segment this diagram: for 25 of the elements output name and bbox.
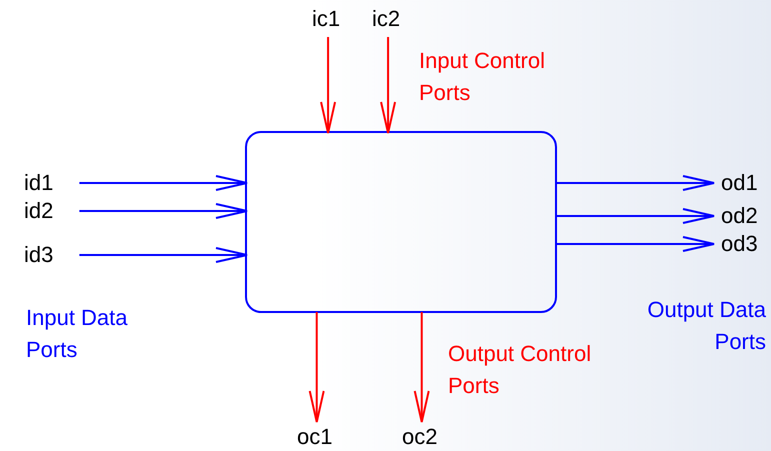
port-group-label: Input Control Ports	[419, 47, 546, 107]
port-label: od2	[721, 204, 758, 228]
port-label: oc1	[297, 425, 332, 449]
arrow	[79, 203, 248, 219]
arrow	[79, 175, 248, 191]
arrow	[308, 312, 325, 423]
port-group-label: Input Data Ports	[25, 304, 129, 364]
port-group-label: Output Control Ports	[448, 340, 592, 400]
arrow	[380, 37, 396, 134]
arrow	[320, 37, 336, 134]
port-label: id1	[24, 171, 54, 195]
arrow	[414, 312, 430, 423]
port-label: id2	[24, 199, 54, 223]
port-group-label: Output Data Ports	[646, 296, 766, 356]
arrow	[556, 236, 715, 252]
port-label: ic2	[372, 7, 400, 31]
port-label: ic1	[312, 7, 340, 31]
port-label: id3	[24, 243, 54, 267]
block-box	[245, 131, 557, 313]
port-label: od1	[721, 171, 758, 195]
arrow	[556, 208, 715, 224]
arrow	[556, 175, 715, 191]
port-label: od3	[721, 232, 758, 256]
port-label: oc2	[402, 425, 438, 449]
arrow	[79, 247, 248, 263]
